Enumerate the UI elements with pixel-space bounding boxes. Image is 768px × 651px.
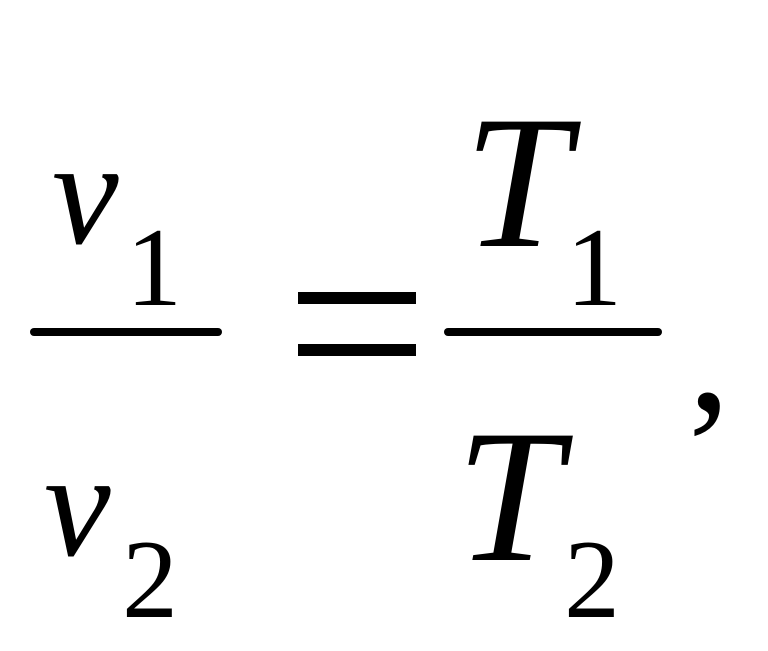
right-fraction-bar <box>444 328 662 336</box>
equals-sign-bottom-bar <box>298 344 416 356</box>
left-denominator-subscript: 2 <box>122 518 178 642</box>
left-fraction-bar <box>30 328 222 336</box>
left-numerator-subscript: 1 <box>126 206 182 330</box>
right-numerator-symbol: T <box>464 78 570 288</box>
right-denominator-subscript: 2 <box>564 518 620 642</box>
trailing-comma: , <box>688 259 731 447</box>
right-denominator-symbol: T <box>456 392 562 602</box>
right-numerator-subscript: 1 <box>566 206 622 330</box>
left-denominator-symbol: v <box>44 422 111 588</box>
equals-sign-top-bar <box>298 292 416 304</box>
left-numerator-symbol: v <box>52 110 119 276</box>
